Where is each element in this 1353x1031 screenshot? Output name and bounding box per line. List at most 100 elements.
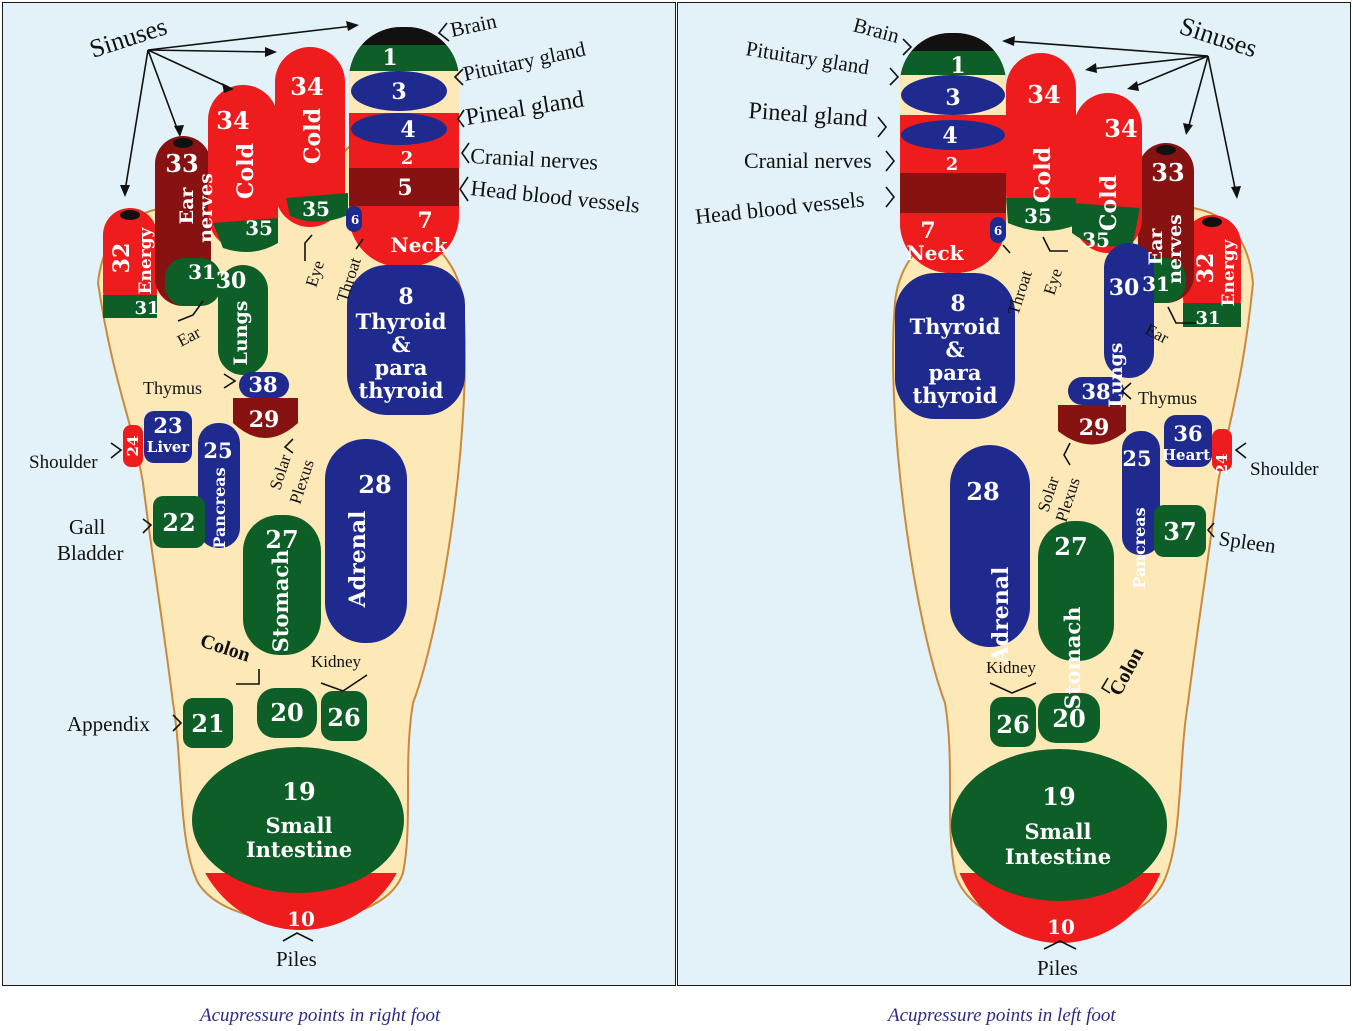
throat-6 — [990, 217, 1006, 243]
num-34-b: 34 — [216, 106, 249, 135]
thyroid-line-2: & — [946, 337, 965, 362]
cold-label-a: Cold — [1030, 147, 1056, 203]
label-spleen: Spleen — [1217, 526, 1277, 558]
toe-5 — [103, 208, 157, 318]
num-20: 20 — [270, 698, 303, 727]
label-vessels: Head blood vessels — [694, 186, 866, 229]
num-28: 28 — [358, 470, 391, 499]
label-cranial: Cranial nerves — [744, 148, 872, 173]
toe-3 — [208, 85, 278, 250]
num-5: 5 — [397, 175, 412, 201]
num-1: 1 — [382, 45, 397, 71]
num-31-b: 31 — [134, 298, 159, 319]
num-32: 32 — [109, 243, 135, 274]
label-pituitary: Pituitary gland — [461, 36, 588, 85]
num-31-a: 31 — [188, 260, 216, 284]
num-2: 2 — [946, 154, 959, 175]
toe-5 — [1183, 215, 1241, 327]
stomach-27 — [243, 515, 321, 655]
thymus-38 — [239, 372, 289, 398]
num-7: 7 — [920, 218, 935, 244]
num-26: 26 — [996, 710, 1029, 739]
pancreas-label: Pancreas — [1130, 507, 1149, 588]
big-toe — [349, 27, 459, 267]
label-piles: Piles — [1037, 956, 1078, 980]
lungs-label: Lungs — [230, 301, 252, 366]
thyroid-line-4: thyroid — [359, 378, 444, 403]
caption-right-foot: Acupressure points in right foot — [200, 1005, 441, 1026]
label-brain: Brain — [448, 9, 499, 42]
num-2: 2 — [401, 148, 414, 169]
num-30: 30 — [216, 268, 247, 294]
shoulder-24 — [1212, 429, 1232, 471]
left-foot-diagram: 1 3 4 2 7 Neck 6 34 Cold 35 34 Cold 35 3… — [694, 11, 1319, 980]
label-pineal: Pineal gland — [748, 98, 869, 132]
toe-2 — [1006, 53, 1076, 228]
adrenal-label: Adrenal — [345, 511, 371, 609]
thymus-38 — [1068, 377, 1124, 405]
label-piles: Piles — [276, 947, 317, 971]
num-3: 3 — [945, 85, 960, 111]
num-3: 3 — [391, 79, 406, 105]
cold-label-b: Cold — [233, 143, 259, 199]
label-brain: Brain — [851, 13, 903, 48]
adrenal-label: Adrenal — [988, 567, 1014, 665]
num-34-a: 34 — [1027, 80, 1060, 109]
cold-label-a: Cold — [300, 108, 326, 164]
liver-23 — [144, 411, 192, 463]
num-23: 23 — [153, 413, 182, 438]
num-1: 1 — [950, 53, 965, 79]
label-shoulder: Shoulder — [1250, 459, 1319, 480]
label-vessels: Head blood vessels — [469, 175, 641, 218]
num-31-a: 31 — [1142, 272, 1170, 296]
colon-20 — [257, 688, 317, 738]
num-25: 25 — [203, 438, 232, 463]
thyroid-line-1: Thyroid — [910, 314, 1001, 339]
num-27: 27 — [265, 525, 298, 554]
lungs-30 — [218, 265, 268, 375]
label-gall-2: Bladder — [57, 541, 123, 565]
right-foot-panel: 1 3 4 2 5 7 Neck 6 34 Cold 35 34 Cold 35… — [2, 2, 676, 986]
label-gall-1: Gall — [69, 515, 105, 539]
num-27: 27 — [1054, 532, 1087, 561]
lungs-30 — [1104, 243, 1154, 378]
thyroid-line-1: Thyroid — [356, 309, 447, 334]
colon-20 — [1038, 693, 1100, 743]
num-36: 36 — [1173, 421, 1202, 446]
neck-label: Neck — [906, 241, 964, 265]
energy-label: Energy — [1219, 238, 1239, 306]
big-toe — [900, 33, 1006, 273]
num-34-a: 34 — [290, 72, 323, 101]
solar-plexus-29 — [233, 398, 298, 438]
label-pineal: Pineal gland — [464, 87, 586, 131]
pancreas-25 — [1122, 431, 1160, 555]
caption-left-foot: Acupressure points in left foot — [888, 1005, 1116, 1026]
thyroid-line-3: para — [375, 355, 428, 380]
ear-nerves-label-2: nerves — [195, 173, 217, 243]
num-35-b: 35 — [1082, 228, 1110, 252]
num-8: 8 — [398, 284, 413, 310]
energy-label: Energy — [136, 226, 156, 294]
num-35-a: 35 — [302, 197, 330, 221]
num-22: 22 — [162, 508, 195, 537]
num-33: 33 — [1151, 158, 1184, 187]
pancreas-label: Pancreas — [210, 467, 229, 548]
solar-plexus-29 — [1058, 405, 1126, 445]
num-38: 38 — [248, 372, 277, 397]
label-sinuses: Sinuses — [1176, 11, 1261, 63]
label-thymus: Thymus — [143, 378, 202, 398]
num-37: 37 — [1163, 517, 1196, 546]
toe-2 — [275, 47, 345, 227]
num-33: 33 — [165, 149, 198, 178]
small-intestine-19 — [192, 747, 404, 893]
shoulder-24 — [123, 425, 143, 467]
intestine-line-1: Small — [266, 813, 333, 838]
spleen-37 — [1154, 505, 1206, 557]
intestine-line-2: Intestine — [246, 837, 352, 862]
num-34-b: 34 — [1104, 114, 1137, 143]
ear-nerves-label-1: Ear — [176, 187, 198, 225]
label-thymus: Thymus — [1138, 388, 1197, 408]
adrenal-28 — [325, 439, 407, 643]
num-21: 21 — [191, 709, 224, 738]
stomach-label: Stomach — [1060, 607, 1085, 710]
